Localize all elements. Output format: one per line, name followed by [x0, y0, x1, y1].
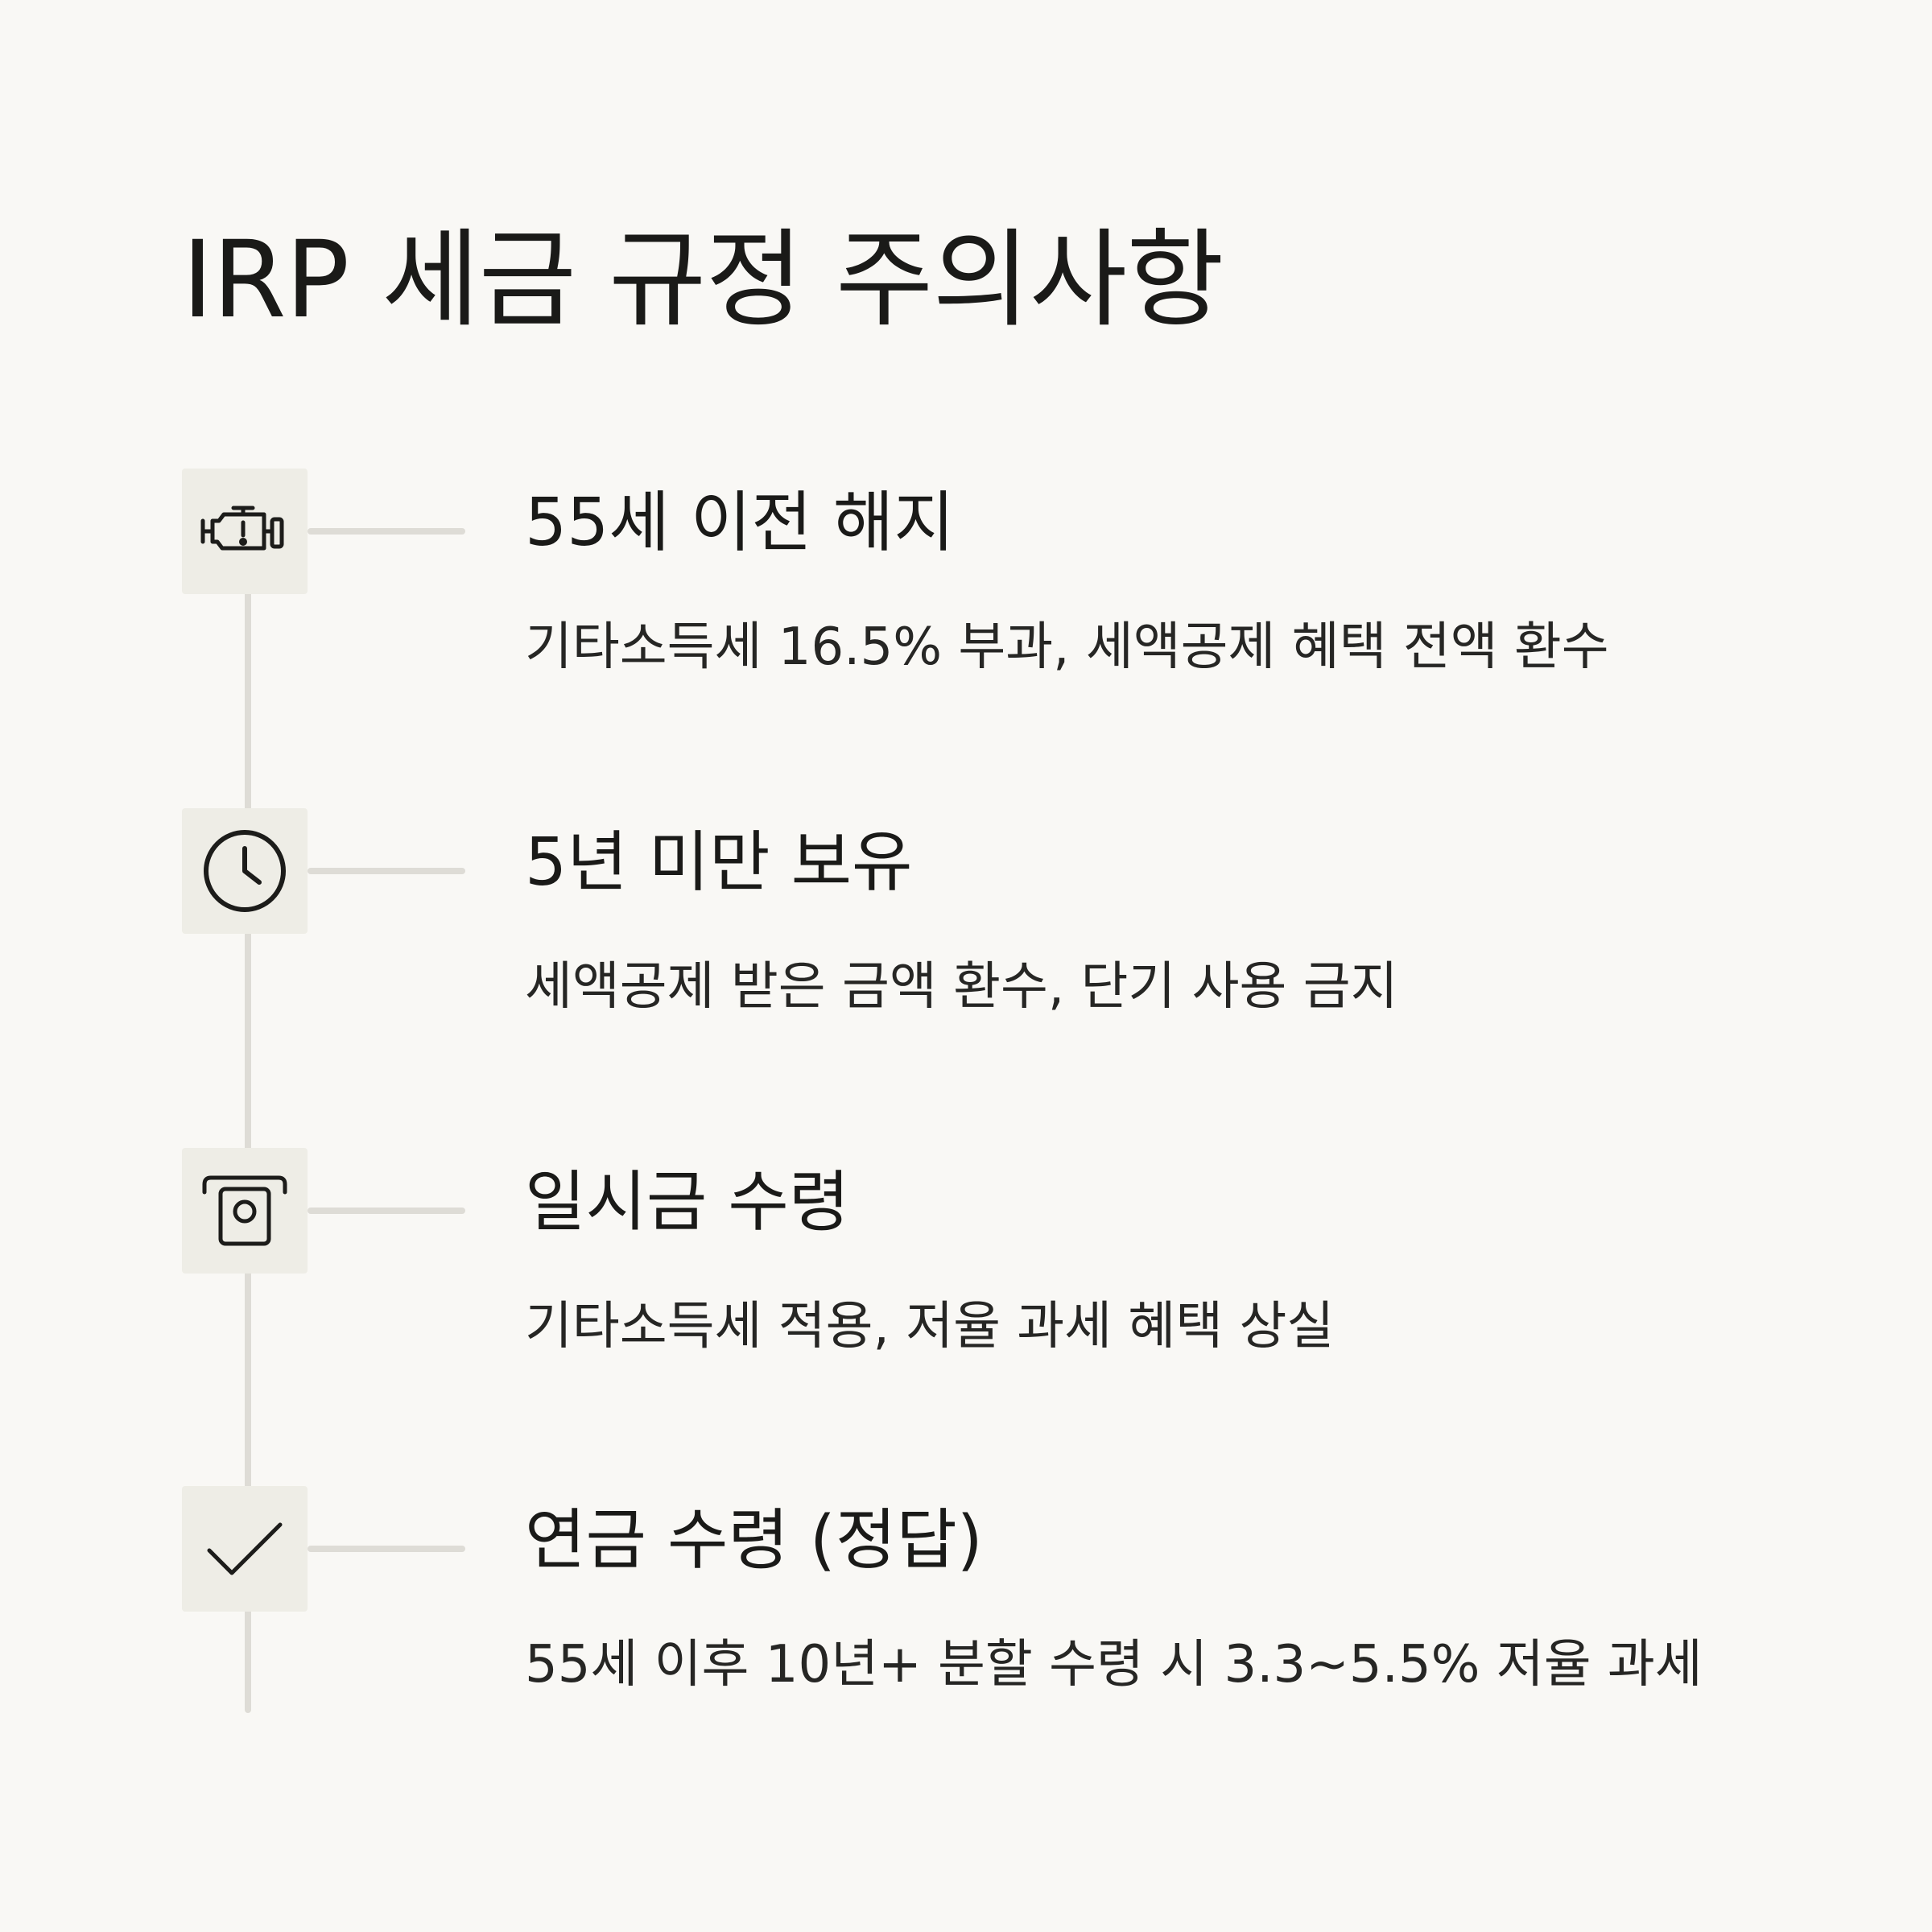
timeline-line: [245, 531, 251, 1713]
timeline-item: 일시금 수령 기타소득세 적용, 저율 과세 혜택 상실: [0, 1148, 1932, 1356]
item-title: 55세 이전 해지: [525, 485, 955, 561]
timeline-item: 연금 수령 (정답) 55세 이후 10년+ 분할 수령 시 3.3~5.5% …: [0, 1486, 1932, 1695]
clock-icon: [201, 828, 288, 914]
connector-line: [308, 868, 465, 874]
item-title: 5년 미만 보유: [525, 824, 913, 901]
item-description: 기타소득세 적용, 저율 과세 혜택 상실: [525, 1297, 1335, 1356]
connector-line: [308, 1208, 465, 1214]
connector-line: [308, 528, 465, 535]
icon-box: [182, 1486, 308, 1612]
icon-box: [182, 808, 308, 934]
item-description: 기타소득세 16.5% 부과, 세액공제 혜택 전액 환수: [525, 617, 1609, 677]
cash-withdrawal-icon: [201, 1174, 288, 1247]
icon-box: [182, 1148, 308, 1274]
timeline-item: 55세 이전 해지 기타소득세 16.5% 부과, 세액공제 혜택 전액 환수: [0, 469, 1932, 677]
item-description: 55세 이후 10년+ 분할 수령 시 3.3~5.5% 저율 과세: [525, 1635, 1703, 1695]
item-title: 연금 수령 (정답): [525, 1502, 983, 1579]
engine-warning-icon: [200, 503, 290, 559]
connector-line: [308, 1546, 465, 1552]
item-description: 세액공제 받은 금액 환수, 단기 사용 금지: [525, 957, 1398, 1017]
icon-box: [182, 469, 308, 594]
checkmark-icon: [206, 1520, 283, 1578]
item-title: 일시금 수령: [525, 1164, 850, 1241]
page-title: IRP 세금 규정 주의사항: [182, 218, 1224, 342]
timeline-item: 5년 미만 보유 세액공제 받은 금액 환수, 단기 사용 금지: [0, 808, 1932, 1017]
